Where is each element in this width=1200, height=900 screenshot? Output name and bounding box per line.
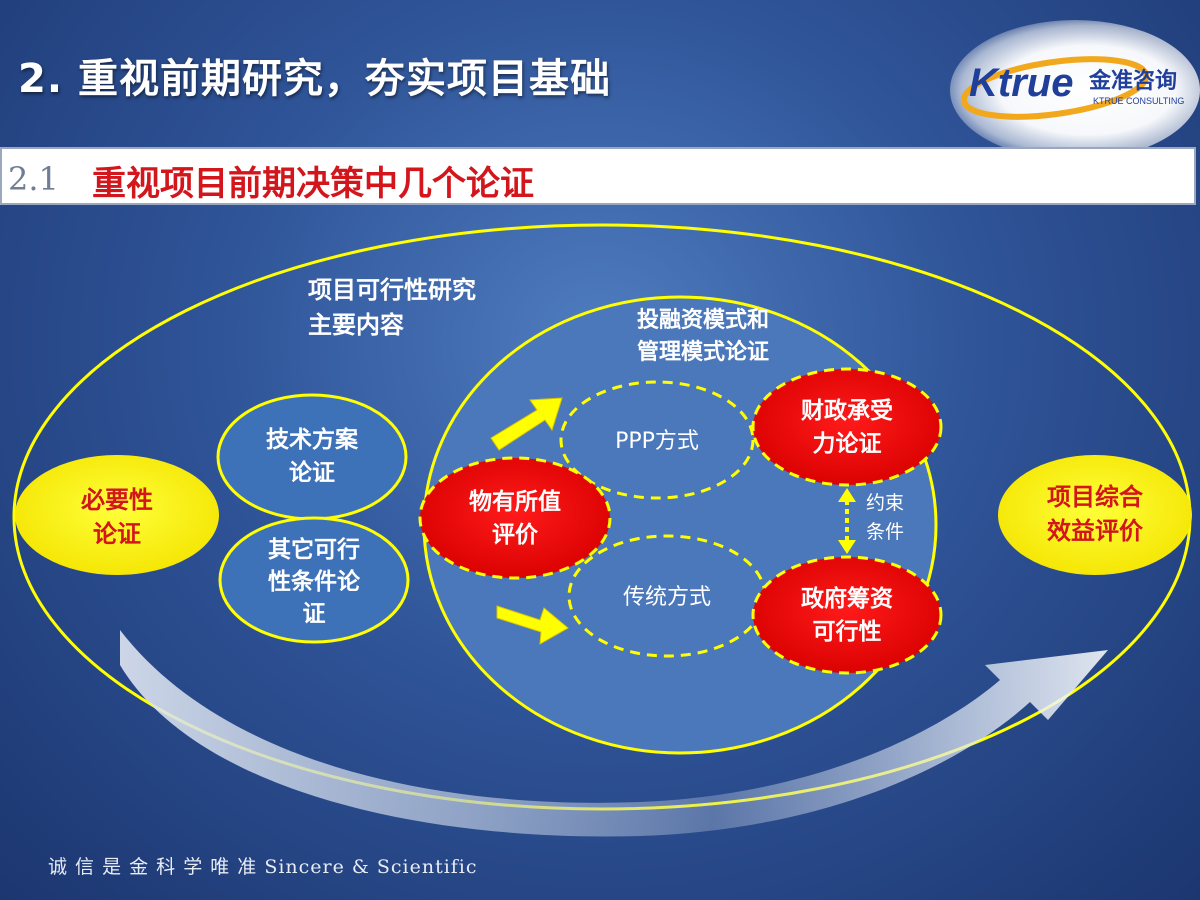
constraint-label-line1: 约束 — [866, 492, 904, 514]
logo-background — [950, 20, 1200, 160]
other-conditions-label-line2: 性条件论 — [268, 568, 361, 595]
ktrue-logo: Ktrue 金准咨询 KTRUE CONSULTING — [960, 56, 1184, 120]
subtitle-bar — [0, 147, 1196, 205]
other-conditions-node — [218, 516, 410, 644]
ppp-mode-node — [559, 380, 755, 500]
footer-slogan: 诚 信 是 金 科 学 唯 准 Sincere & Scientific — [48, 856, 478, 878]
constraint-arrow — [838, 488, 856, 554]
necessity-label-line2: 论证 — [93, 520, 141, 548]
fiscal-affordability-node — [751, 367, 943, 487]
other-conditions-label-line1: 其它可行 — [268, 536, 360, 563]
gov-label-line1: 政府筹资 — [801, 585, 893, 612]
benefit-evaluation-node — [998, 455, 1192, 575]
logo-swoosh — [960, 56, 1150, 120]
value-for-money-node — [418, 456, 612, 580]
fiscal-label-line2: 力论证 — [813, 430, 882, 457]
tech-plan-node — [216, 393, 408, 521]
arrow-to-ppp — [490, 397, 563, 451]
ppp-mode-label: PPP方式 — [615, 429, 699, 454]
other-conditions-label-line3: 证 — [303, 601, 326, 627]
big-curved-arrow — [120, 630, 1108, 837]
logo-brand-en: KTRUE CONSULTING — [1093, 96, 1184, 106]
vfm-label-line2: 评价 — [492, 522, 539, 548]
benefit-label-line1: 项目综合 — [1047, 483, 1144, 511]
benefit-label-line2: 效益评价 — [1047, 517, 1144, 545]
traditional-mode-label: 传统方式 — [623, 585, 711, 610]
logo-brand: Ktrue — [969, 61, 1073, 105]
necessity-label-line1: 必要性 — [81, 486, 153, 514]
investment-model-label-line2: 管理模式论证 — [637, 339, 769, 365]
investment-model-label-line1: 投融资模式和 — [637, 308, 769, 333]
tech-plan-label-line1: 技术方案 — [266, 426, 359, 453]
fiscal-label-line1: 财政承受 — [801, 397, 893, 424]
arrow-to-traditional — [496, 605, 569, 645]
subtitle-text: 重视项目前期决策中几个论证 — [92, 164, 534, 204]
gov-label-line2: 可行性 — [813, 618, 882, 645]
vfm-label-line1: 物有所值 — [469, 488, 561, 515]
feasibility-label-line2: 主要内容 — [308, 311, 404, 339]
subtitle-number: 2.1 — [8, 160, 59, 198]
government-financing-node — [751, 555, 943, 675]
page-title: 2. 重视前期研究，夯实项目基础 — [18, 56, 611, 102]
feasibility-label-line1: 项目可行性研究 — [308, 276, 476, 304]
logo-brand-cn: 金准咨询 — [1088, 68, 1177, 94]
tech-plan-label-line2: 论证 — [289, 459, 335, 486]
constraint-label-line2: 条件 — [866, 521, 904, 543]
necessity-node — [15, 455, 219, 575]
